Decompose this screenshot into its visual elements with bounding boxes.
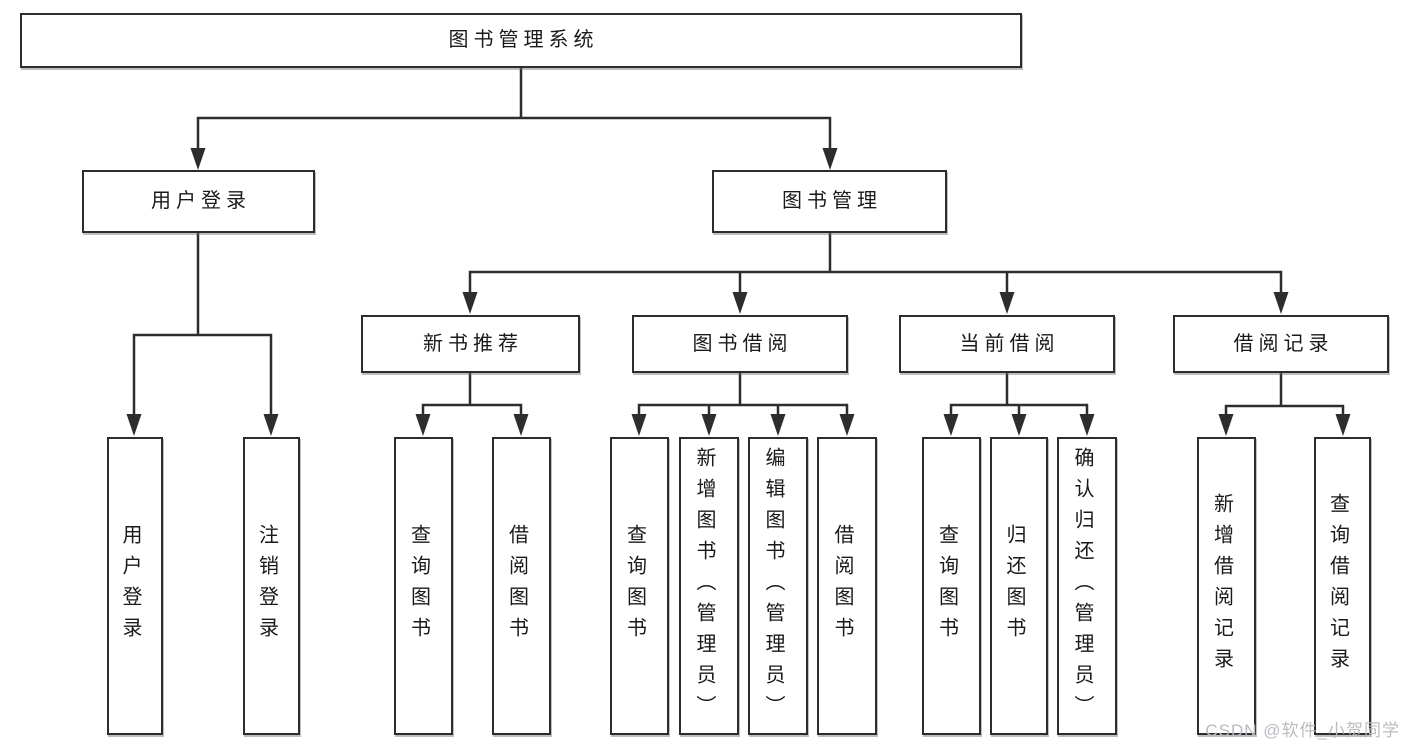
node-label: 图书管理系统 — [448, 29, 599, 51]
node-book-borrowing: 图书借阅 — [632, 315, 848, 373]
node-label: 用户登录 — [151, 190, 251, 212]
leaf-confirm-return-admin: 确认归还（管理员） — [1057, 437, 1117, 735]
node-label: 注销登录 — [255, 524, 278, 648]
connector-segments — [132, 68, 1345, 420]
node-label: 借阅图书 — [831, 524, 853, 648]
node-label: 新书推荐 — [423, 332, 523, 355]
node-user-login-branch: 用户登录 — [82, 170, 315, 233]
leaf-query-books-borrowing: 查询图书 — [610, 437, 669, 735]
node-label: 查询借阅记录 — [1326, 493, 1349, 679]
node-label: 新增借阅记录 — [1210, 493, 1233, 679]
node-label: 查询图书 — [935, 524, 958, 648]
node-borrowing-records: 借阅记录 — [1173, 315, 1389, 373]
leaf-borrow-books-recommend: 借阅图书 — [492, 437, 551, 735]
node-label: 当前借阅 — [959, 332, 1060, 355]
leaf-logout: 注销登录 — [243, 437, 300, 735]
leaf-return-books: 归还图书 — [990, 437, 1048, 735]
node-book-management-branch: 图书管理 — [712, 170, 947, 233]
node-library-system: 图书管理系统 — [20, 13, 1022, 68]
leaf-add-borrow-record: 新增借阅记录 — [1197, 437, 1256, 735]
leaf-add-books-admin: 新增图书（管理员） — [679, 437, 739, 735]
node-label: 查询图书 — [407, 524, 430, 648]
arrowhead-icons — [126, 148, 1351, 436]
leaf-query-books-recommend: 查询图书 — [394, 437, 453, 735]
leaf-borrow-books: 借阅图书 — [817, 437, 877, 735]
node-label: 用户登录 — [119, 524, 141, 648]
node-label: 归还图书 — [1003, 524, 1025, 648]
node-label: 图书借阅 — [692, 332, 793, 355]
node-new-book-recommendation: 新书推荐 — [361, 315, 580, 373]
node-label: 借阅图书 — [505, 524, 528, 648]
leaf-query-borrow-record: 查询借阅记录 — [1314, 437, 1371, 735]
node-label: 图书管理 — [782, 190, 882, 212]
node-current-borrowing: 当前借阅 — [899, 315, 1115, 373]
node-label: 借阅记录 — [1233, 332, 1334, 355]
csdn-watermark: CSDN @软件_小贺同学 — [1205, 721, 1400, 740]
node-label: 查询图书 — [623, 524, 646, 648]
node-label: 新增图书（管理员） — [693, 446, 715, 726]
node-label: 编辑图书（管理员） — [762, 446, 784, 726]
leaf-user-login: 用户登录 — [107, 437, 163, 735]
leaf-edit-books-admin: 编辑图书（管理员） — [748, 437, 808, 735]
leaf-query-books-current: 查询图书 — [922, 437, 981, 735]
node-label: 确认归还（管理员） — [1071, 446, 1093, 726]
